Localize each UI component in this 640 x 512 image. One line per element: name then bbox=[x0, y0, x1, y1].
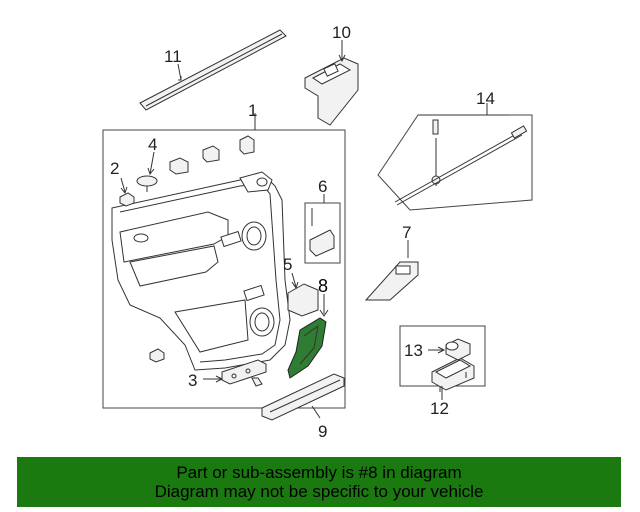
part-13-plug bbox=[428, 338, 471, 361]
banner-line-1: Part or sub-assembly is #8 in diagram bbox=[176, 463, 462, 482]
part-4-push-clip bbox=[136, 151, 158, 192]
callout-9: 9 bbox=[318, 422, 327, 441]
callout-2: 2 bbox=[110, 159, 119, 178]
callout-5: 5 bbox=[283, 255, 292, 274]
part-2-clip bbox=[119, 177, 135, 207]
callout-8: 8 bbox=[318, 276, 328, 296]
part-10-switch-bracket bbox=[304, 40, 359, 126]
parts-diagram: 11 10 14 bbox=[102, 23, 533, 441]
info-banner: Part or sub-assembly is #8 in diagram Di… bbox=[17, 457, 621, 507]
part-1-door-trim-panel bbox=[102, 113, 346, 409]
callout-14: 14 bbox=[476, 89, 495, 108]
part-6-handle-assembly bbox=[304, 194, 341, 264]
callout-11: 11 bbox=[164, 47, 182, 66]
part-9-sill-trim bbox=[261, 373, 345, 421]
banner-line-2: Diagram may not be specific to your vehi… bbox=[154, 482, 484, 501]
part-5-speaker-grille bbox=[287, 272, 319, 317]
callout-3: 3 bbox=[188, 371, 197, 390]
part-7-switch-plate bbox=[364, 240, 419, 301]
callout-1: 1 bbox=[248, 101, 257, 120]
part-3-bracket bbox=[203, 359, 267, 387]
callout-12: 12 bbox=[430, 399, 449, 418]
callout-10: 10 bbox=[332, 23, 351, 42]
callout-13: 13 bbox=[404, 341, 423, 360]
callout-6: 6 bbox=[318, 177, 327, 196]
part-11-trim-strip bbox=[139, 29, 287, 111]
part-12-bracket-kit bbox=[399, 325, 486, 400]
callout-7: 7 bbox=[402, 223, 411, 242]
part-8-trim-insert-highlighted bbox=[287, 294, 329, 379]
part-fastener bbox=[149, 348, 165, 363]
callout-4: 4 bbox=[148, 135, 157, 154]
part-14-rod-kit bbox=[377, 103, 533, 211]
